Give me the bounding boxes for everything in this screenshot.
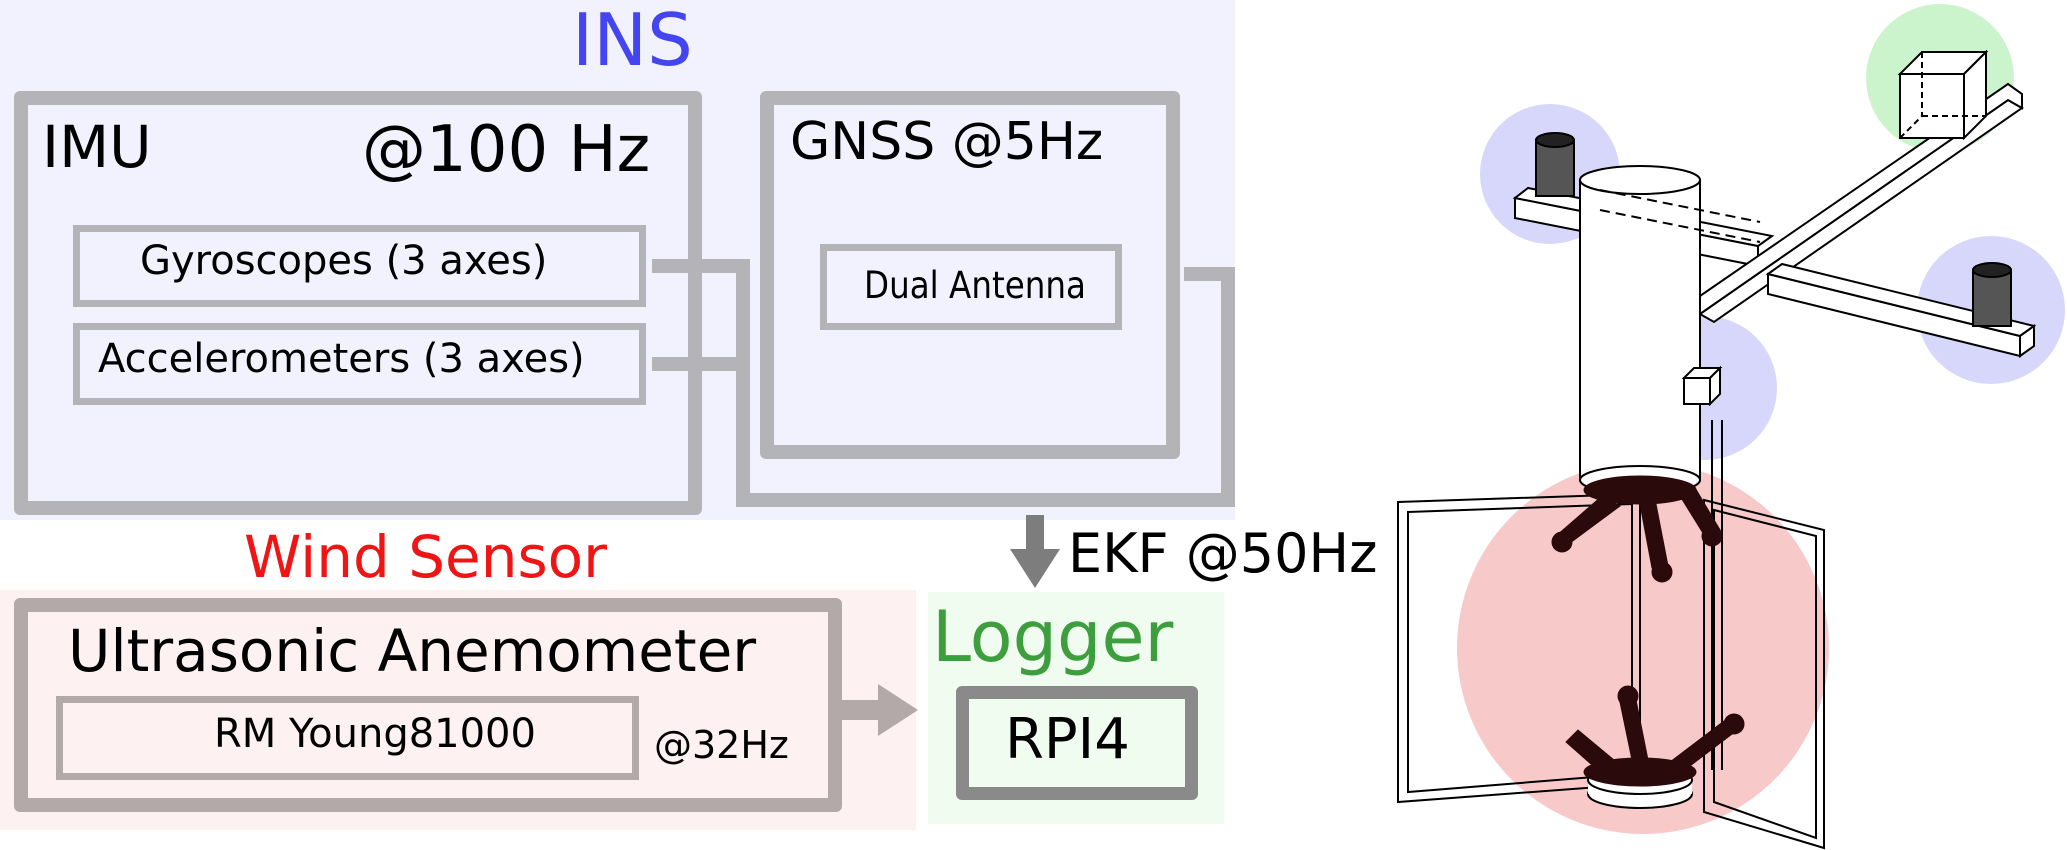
rpi4-box: [956, 686, 1198, 800]
anemometer-frame-right: [1703, 498, 1825, 850]
imu-rate: @100 Hz: [362, 113, 651, 187]
accelerometers-box: [73, 323, 646, 405]
mast: [1579, 179, 1701, 481]
rpi4-label: RPI4: [1005, 707, 1130, 772]
gyro-connector: [652, 259, 1235, 507]
gnss-antenna-left: [1535, 132, 1575, 197]
gnss-label: GNSS @5Hz: [790, 112, 1104, 172]
wind-arrow-head: [878, 684, 918, 736]
dual-antenna-box: [820, 244, 1122, 330]
gnss-antenna-right: [1972, 262, 2012, 327]
ekf-arrow-shaft: [1026, 515, 1044, 549]
logger-panel: [928, 592, 1224, 824]
wind-rate-label: @32Hz: [654, 723, 789, 767]
dual-antenna-label: Dual Antenna: [864, 264, 1086, 307]
wind-arrow-shaft: [842, 700, 880, 720]
wind-sensor-panel: [0, 590, 916, 830]
accelerometers-label: Accelerometers (3 axes): [98, 336, 585, 382]
ekf-label: EKF @50Hz: [1068, 522, 1378, 585]
anemometer-top-head: [1551, 475, 1723, 583]
wind-sensor-title: Wind Sensor: [244, 523, 608, 591]
imu-box: [14, 91, 702, 515]
gnss-box: [760, 91, 1180, 459]
ekf-arrow-head: [1010, 549, 1060, 588]
anemometer-highlight: [1457, 462, 1829, 834]
gyroscopes-box: [73, 225, 646, 307]
rm-young-label: RM Young81000: [214, 711, 536, 757]
anemometer-bottom-head: [1565, 685, 1745, 787]
imu-label: IMU: [42, 113, 152, 181]
logger-title: Logger: [932, 596, 1174, 678]
anemometer-label: Ultrasonic Anemometer: [68, 617, 757, 685]
gyroscopes-label: Gyroscopes (3 axes): [140, 238, 548, 284]
anemometer-box: [14, 598, 842, 812]
ins-panel: [0, 0, 1235, 520]
imu-cube: [1683, 377, 1711, 405]
ins-title: INS: [572, 0, 693, 82]
rm-young-box: [56, 696, 639, 780]
